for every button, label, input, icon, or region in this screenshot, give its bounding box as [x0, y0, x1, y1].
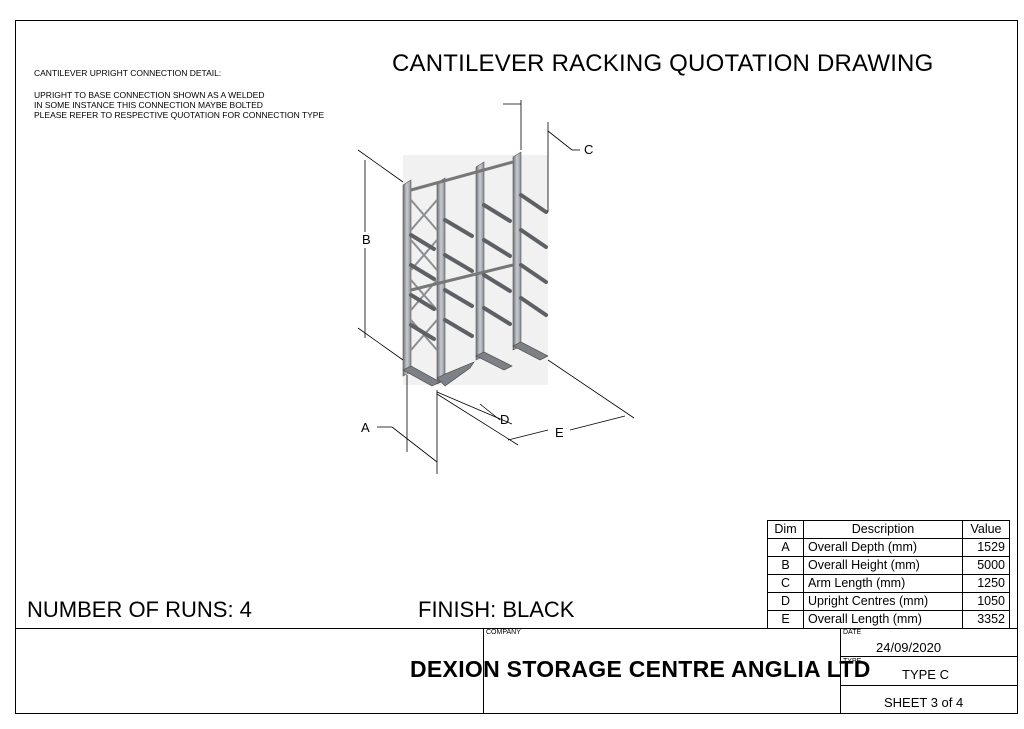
base-4 — [512, 341, 549, 361]
header-description: Description — [803, 520, 963, 539]
company-caption: COMPANY — [486, 629, 521, 636]
title-block-divider-2 — [840, 628, 841, 714]
note-line-2: IN SOME INSTANCE THIS CONNECTION MAYBE B… — [34, 100, 263, 110]
drawing-frame — [15, 20, 1018, 714]
header-value: Value — [962, 520, 1010, 539]
rack-tie-beams — [410, 160, 514, 292]
table-row: C Arm Length (mm) 1250 — [767, 574, 1010, 593]
table-row: B Overall Height (mm) 5000 — [767, 556, 1010, 575]
finish-spec: FINISH: BLACK — [418, 597, 575, 622]
dimension-lines — [357, 100, 635, 474]
type-caption: TYPE — [843, 658, 862, 665]
number-of-runs: NUMBER OF RUNS: 4 — [27, 597, 252, 622]
note-line-1: UPRIGHT TO BASE CONNECTION SHOWN AS A WE… — [34, 90, 265, 100]
value-cell: 1050 — [962, 592, 1010, 611]
upright-1 — [402, 179, 412, 377]
sheet-number: SHEET 3 of 4 — [884, 695, 964, 710]
dim-cell: D — [767, 592, 804, 611]
dim-cell: A — [767, 538, 804, 557]
value-cell: 3352 — [962, 610, 1010, 629]
description-cell: Upright Centres (mm) — [803, 592, 963, 611]
label-c: C — [584, 142, 593, 157]
date-value: 24/09/2020 — [876, 640, 942, 655]
table-row: E Overall Length (mm) 3352 — [767, 610, 1010, 629]
description-cell: Overall Depth (mm) — [803, 538, 963, 557]
note-line-3: PLEASE REFER TO RESPECTIVE QUOTATION FOR… — [34, 110, 325, 120]
date-caption: DATE — [843, 629, 862, 636]
dim-cell: C — [767, 574, 804, 593]
rack-bases — [402, 341, 549, 387]
title-block-date-rule — [840, 656, 1018, 657]
base-2 — [436, 361, 475, 387]
note-heading: CANTILEVER UPRIGHT CONNECTION DETAIL: — [34, 68, 222, 78]
cantilever-arms — [409, 193, 548, 341]
description-cell: Overall Length (mm) — [803, 610, 963, 629]
upright-3 — [475, 161, 485, 361]
value-cell: 1529 — [962, 538, 1010, 557]
description-cell: Arm Length (mm) — [803, 574, 963, 593]
dim-cell: B — [767, 556, 804, 575]
drawing-title: CANTILEVER RACKING QUOTATION DRAWING — [392, 50, 934, 77]
company-name: DEXION STORAGE CENTRE ANGLIA LTD — [410, 656, 871, 682]
label-a: A — [361, 420, 370, 435]
dimension-table: Dim Description Value A Overall Depth (m… — [767, 520, 1010, 629]
dim-cell: E — [767, 610, 804, 629]
title-block-top-rule — [15, 628, 1018, 629]
base-1 — [402, 365, 441, 387]
title-block-type-rule — [840, 685, 1018, 686]
type-value: TYPE C — [902, 667, 949, 682]
value-cell: 1250 — [962, 574, 1010, 593]
header-dim: Dim — [767, 520, 804, 539]
label-d: D — [500, 412, 509, 427]
title-block-divider-1 — [483, 628, 484, 714]
label-e: E — [555, 425, 564, 440]
table-row: D Upright Centres (mm) 1050 — [767, 592, 1010, 611]
table-row: A Overall Depth (mm) 1529 — [767, 538, 1010, 557]
description-cell: Overall Height (mm) — [803, 556, 963, 575]
value-cell: 5000 — [962, 556, 1010, 575]
label-b: B — [362, 232, 371, 247]
dimension-table-header: Dim Description Value — [767, 520, 1010, 539]
upright-4 — [512, 151, 522, 351]
base-3 — [475, 351, 513, 371]
